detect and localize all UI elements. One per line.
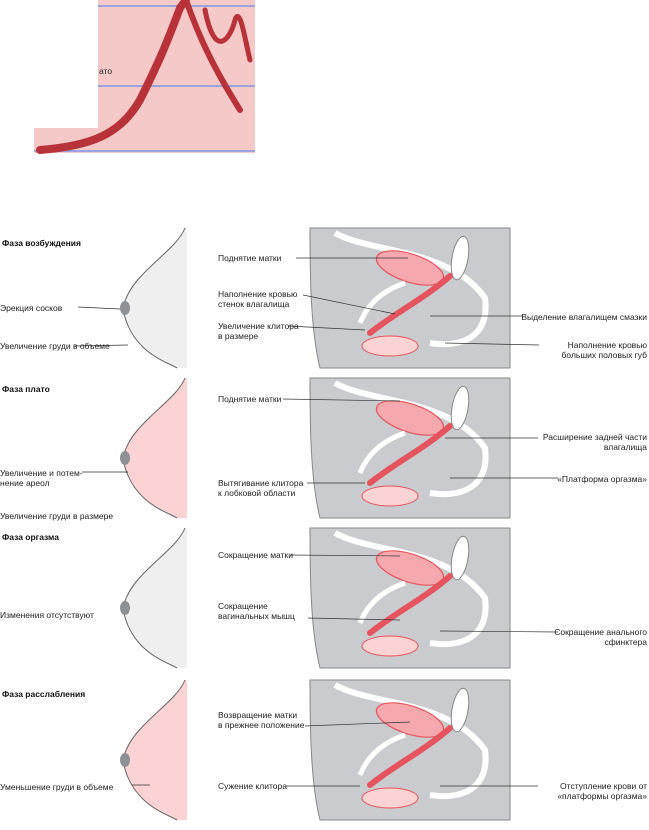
- breast-label-volume-increase: Увеличение груди в объеме: [0, 341, 110, 351]
- graph-curve-wave: [202, 7, 253, 63]
- labia: [361, 787, 419, 809]
- rectum: [450, 385, 470, 431]
- pelvis-peritoneum: [333, 682, 489, 800]
- breast-label-volume-decrease: Уменьшение груди в объеме: [0, 782, 114, 792]
- breast-fill: [123, 680, 187, 820]
- nipple: [120, 601, 130, 615]
- pelvis-label-uterus-contract: Сокращение матки: [218, 550, 293, 560]
- bladder: [357, 280, 406, 324]
- pelvis-label-vagina-wall: Наполнение кровью стенок влагалища: [218, 289, 298, 309]
- vagina: [367, 273, 453, 336]
- leader-line: [289, 554, 401, 557]
- rectum: [450, 535, 470, 581]
- leader-line: [77, 306, 121, 310]
- pelvis-label-lubrication: Выделение влагалищем смазки: [521, 312, 647, 322]
- leader-line: [307, 617, 401, 621]
- labia: [361, 485, 419, 507]
- leader-line: [444, 342, 540, 346]
- pelvis-label-clitoris-enlarge: Увеличение клитора в размере: [218, 321, 299, 341]
- pelvis-peritoneum: [333, 530, 489, 648]
- nipple: [120, 301, 130, 315]
- top-graph-svg: [34, 0, 255, 154]
- breast-fill: [123, 378, 187, 518]
- breast-label-no-change: Изменения отсутствуют: [0, 610, 94, 620]
- breast-label-nipple-erection: Эрекция сосков: [0, 303, 63, 313]
- rectum: [450, 235, 470, 281]
- breast-label-areola: Увеличение и потем- нение ареол: [0, 468, 83, 488]
- vagina: [367, 725, 453, 788]
- pelvis-peritoneum: [333, 230, 489, 348]
- pelvis-label-uterus-return: Возвращение матки в прежнее положение: [218, 710, 305, 730]
- phase-title: Фаза возбуждения: [2, 238, 81, 248]
- nipple: [120, 451, 130, 465]
- pelvis-label-orgasmic-platform: «Платформа оргазма»: [557, 474, 647, 484]
- pelvis-label-clitoris-retract: Вытягивание клитора к лобковой области: [218, 478, 304, 498]
- graph-label: ато: [99, 66, 113, 76]
- pelvis-label-anal-sphincter: Сокращение анального сфинктера: [554, 627, 647, 647]
- leader-line: [287, 325, 366, 331]
- pelvis-label-labia: Наполнение кровью больших половых губ: [561, 340, 647, 360]
- leader-line: [74, 344, 129, 347]
- leader-line: [304, 721, 411, 727]
- breast-label-size-increase: Увеличение груди в размере: [0, 511, 114, 521]
- nipple: [120, 753, 130, 767]
- phase-title: Фаза расслабления: [2, 689, 86, 699]
- pelvis-peritoneum: [333, 380, 489, 498]
- pelvis-label-uterus-lift: Поднятие матки: [218, 394, 282, 404]
- breast-fill: [123, 228, 187, 368]
- leader-line: [302, 294, 396, 315]
- pelvis-label-vagina-expand: Расширение задней части влагалища: [542, 432, 647, 452]
- pelvis-label-vaginal-muscles: Сокращение вагинальных мышц: [218, 601, 295, 621]
- pelvis-label-clitoris-shrink: Сужение клитора: [218, 781, 287, 791]
- phase-title: Фаза оргазма: [2, 532, 59, 542]
- bladder: [357, 732, 406, 776]
- breast-fill: [123, 528, 187, 668]
- rectum: [450, 687, 470, 733]
- graph-curve-down: [183, 0, 243, 113]
- labia: [361, 635, 419, 657]
- bladder: [357, 430, 406, 474]
- pelvis-label-blood-recede: Отступление крови от «платформы оргазма»: [557, 781, 647, 801]
- vagina: [367, 573, 453, 636]
- pelvis-label-uterus-lift: Поднятие матки: [218, 253, 282, 263]
- leader-line: [439, 630, 559, 633]
- vagina: [367, 423, 453, 486]
- leader-line: [282, 398, 401, 402]
- phase-title: Фаза плато: [2, 384, 50, 394]
- bladder: [357, 580, 406, 624]
- graph-curve-main: [36, 0, 190, 154]
- labia: [361, 335, 419, 357]
